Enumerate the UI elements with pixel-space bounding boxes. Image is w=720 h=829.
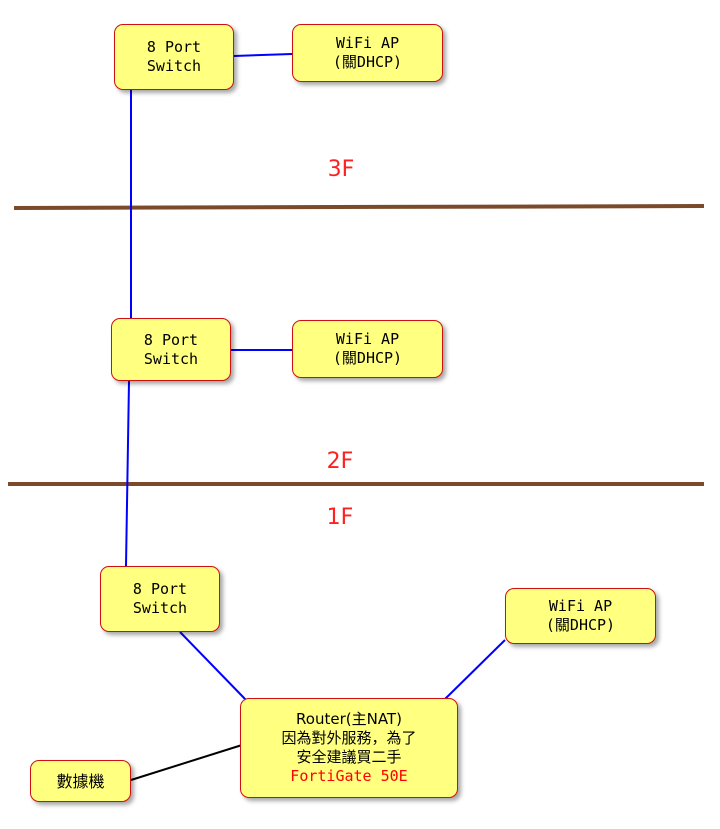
switch-2f-line2: Switch <box>143 349 199 368</box>
floor-divider-3f-2f <box>13 204 705 210</box>
router-line1: Router(主NAT) <box>296 710 402 728</box>
switch-1f-line2: Switch <box>132 599 188 617</box>
switch-2f-line1: 8 Port <box>143 330 199 349</box>
router-line3: 安全建議買二手 <box>296 748 402 766</box>
wifi-ap-3f-line2: (關DHCP) <box>332 53 403 71</box>
modem: 數據機 <box>30 760 131 802</box>
link-switch3f-wifi3f <box>233 53 293 57</box>
link-switch2f-switch1f <box>125 380 130 567</box>
switch-3f-line1: 8 Port <box>146 38 202 56</box>
link-modem-router <box>130 744 243 781</box>
switch-3f-line2: Switch <box>146 57 202 75</box>
wifi-ap-2f-line1: WiFi AP <box>335 330 400 348</box>
switch-1f: 8 Port Switch <box>100 566 220 632</box>
wifi-ap-1f: WiFi AP (關DHCP) <box>505 588 656 644</box>
router-model: FortiGate 50E <box>290 767 408 785</box>
modem-label: 數據機 <box>56 771 105 791</box>
wifi-ap-1f-line2: (關DHCP) <box>545 616 616 634</box>
floor-label-3f: 3F <box>327 157 355 182</box>
floor-label-2f: 2F <box>326 449 354 474</box>
wifi-ap-2f: WiFi AP (關DHCP) <box>292 320 443 378</box>
link-wifi1f-router <box>443 639 506 701</box>
switch-2f: 8 Port Switch <box>111 318 231 381</box>
switch-3f: 8 Port Switch <box>114 24 234 90</box>
router: Router(主NAT) 因為對外服務，為了 安全建議買二手 FortiGate… <box>240 698 458 798</box>
switch-1f-line1: 8 Port <box>132 580 188 598</box>
wifi-ap-1f-line1: WiFi AP <box>548 597 613 615</box>
link-switch1f-router <box>179 631 247 701</box>
wifi-ap-3f: WiFi AP (關DHCP) <box>292 24 443 82</box>
wifi-ap-3f-line1: WiFi AP <box>335 34 400 52</box>
floor-label-1f: 1F <box>326 505 354 530</box>
wifi-ap-2f-line2: (關DHCP) <box>332 349 403 367</box>
router-line2: 因為對外服務，為了 <box>281 729 417 747</box>
